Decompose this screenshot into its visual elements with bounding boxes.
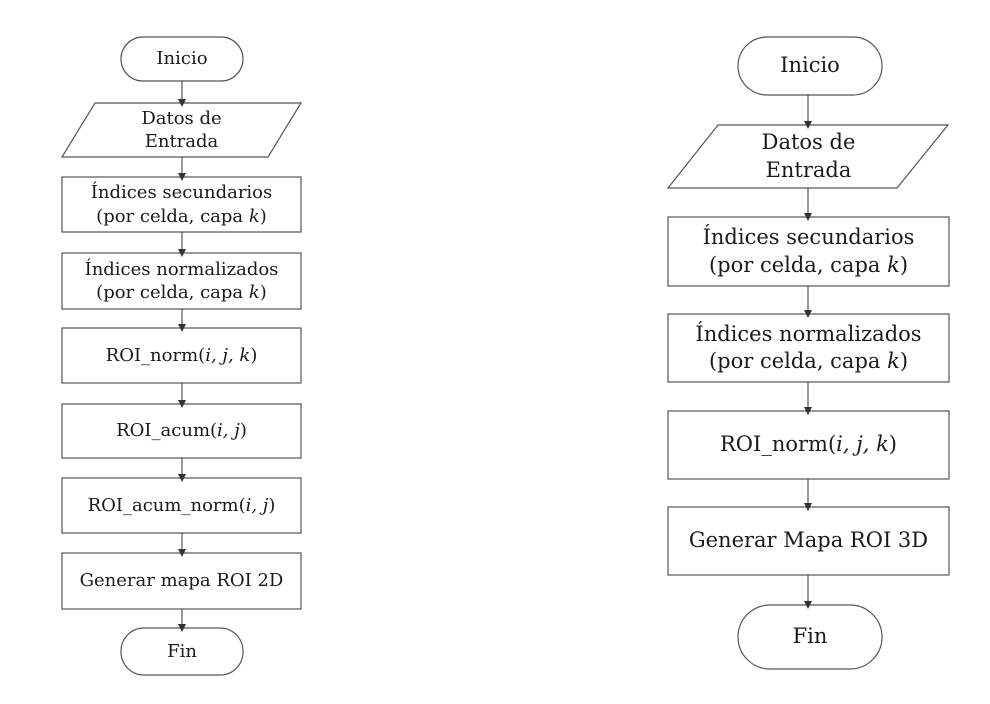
right-roi-norm-box bbox=[667, 410, 950, 480]
left-normalized-label: Índices normalizados (por celda, capa k) bbox=[84, 258, 279, 303]
right-generate-label: Generar Mapa ROI 3D bbox=[688, 528, 929, 553]
right-input-parallelogram bbox=[666, 124, 950, 189]
right-end-label: Fin bbox=[792, 624, 828, 649]
right-normalized-box bbox=[667, 313, 950, 383]
left-roi-norm-label: ROI_norm(i, j, k) bbox=[105, 344, 258, 366]
right-secondary-label: Índices secundarios (por celda, capa k) bbox=[702, 225, 915, 277]
left-input-parallelogram bbox=[60, 102, 303, 158]
left-end-label: Fin bbox=[167, 640, 197, 662]
right-normalized-label: Índices normalizados (por celda, capa k) bbox=[695, 321, 922, 373]
right-input-label: Datos de Entrada bbox=[761, 130, 856, 182]
left-input-label: Datos de Entrada bbox=[141, 107, 222, 152]
left-secondary-label: Índices secundarios (por celda, capa k) bbox=[90, 182, 273, 227]
left-start-label: Inicio bbox=[156, 48, 208, 70]
left-roi-norm-box bbox=[61, 327, 302, 384]
left-secondary-box bbox=[61, 176, 302, 233]
right-generate-box bbox=[667, 506, 950, 576]
right-secondary-box bbox=[667, 216, 950, 287]
right-roi-norm-label: ROI_norm(i, j, k) bbox=[720, 432, 897, 457]
left-roi-acum-label: ROI_acum(i, j) bbox=[116, 420, 247, 442]
left-generate-box bbox=[61, 552, 302, 610]
left-roi-acum-norm-label: ROI_acum_norm(i, j) bbox=[87, 494, 276, 516]
right-start-terminator bbox=[737, 36, 883, 96]
right-start-label: Inicio bbox=[780, 53, 840, 78]
left-generate-label: Generar mapa ROI 2D bbox=[79, 570, 284, 592]
left-roi-acum-norm-box bbox=[61, 477, 302, 534]
